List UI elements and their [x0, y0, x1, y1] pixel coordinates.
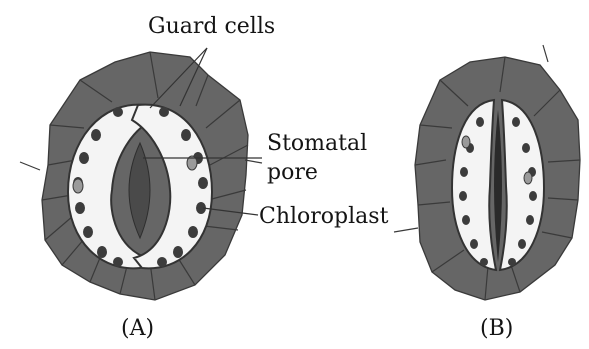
chloroplast	[113, 107, 123, 117]
chloroplast	[462, 215, 470, 225]
chloroplast	[460, 167, 468, 177]
chloroplast	[159, 107, 169, 117]
chloroplast	[522, 143, 530, 153]
chloroplast	[480, 258, 488, 266]
chloroplast	[459, 191, 467, 201]
chloroplast	[476, 117, 484, 127]
chloroplast	[113, 257, 123, 267]
nucleus	[462, 136, 470, 148]
chloroplast	[512, 117, 520, 127]
nucleus	[524, 172, 532, 184]
chloroplast	[157, 257, 167, 267]
panel-a-open-stoma	[20, 52, 262, 300]
chloroplast	[181, 129, 191, 141]
chloroplast	[508, 258, 516, 266]
chloroplast	[518, 239, 526, 249]
chloroplast-label: Chloroplast	[259, 204, 389, 229]
chloroplast	[188, 226, 198, 238]
chloroplast	[173, 246, 183, 258]
chloroplast	[75, 202, 85, 214]
stomatal-pore-label-line2: pore	[267, 160, 318, 185]
guard-cells-label: Guard cells	[148, 14, 275, 39]
chloroplast	[91, 129, 101, 141]
chloroplast	[526, 215, 534, 225]
chloroplast	[198, 177, 208, 189]
nucleus	[73, 179, 83, 193]
chloroplast	[83, 226, 93, 238]
chloroplast	[529, 191, 537, 201]
panel-b-closed-stoma	[394, 45, 580, 300]
chloroplast	[97, 246, 107, 258]
stomatal-pore-label-line1: Stomatal	[267, 131, 367, 156]
panel-b-caption: (B)	[480, 316, 513, 341]
chloroplast	[79, 152, 89, 164]
chloroplast	[470, 239, 478, 249]
panel-a-caption: (A)	[121, 316, 154, 341]
